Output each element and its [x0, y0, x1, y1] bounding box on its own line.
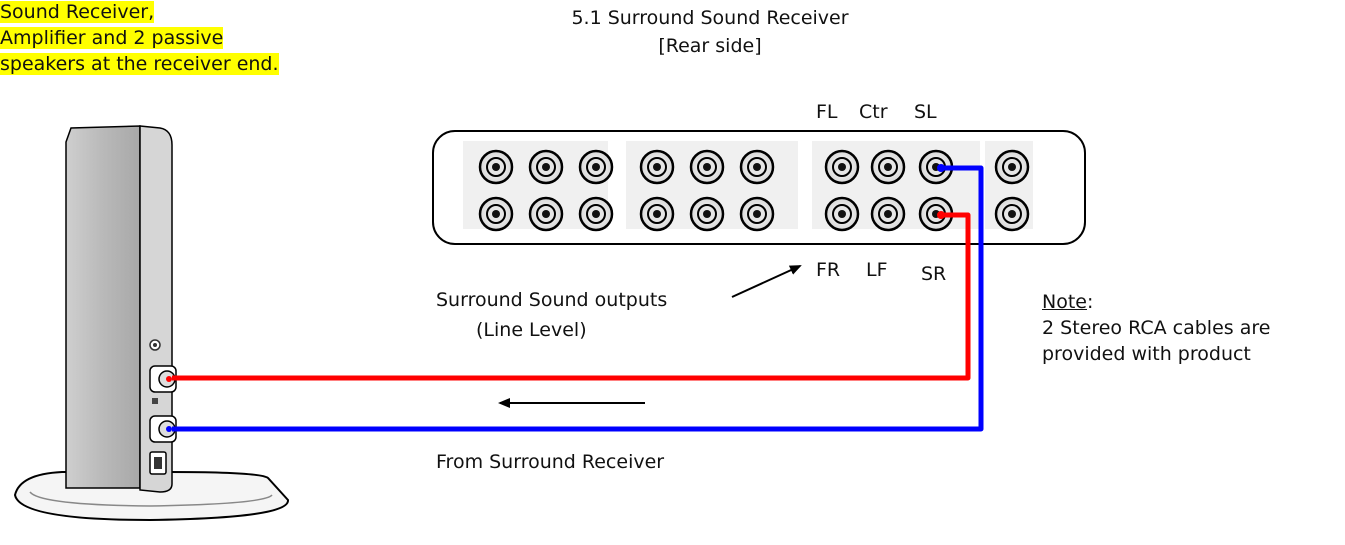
rca-jack [528, 149, 564, 185]
rca-jack [689, 196, 725, 232]
note: Note: 2 Stereo RCA cables are provided w… [1042, 290, 1270, 366]
device-caption-line-2: Amplifier and 2 passive [0, 27, 224, 49]
rca-jack [578, 196, 614, 232]
rca-jack [918, 196, 954, 232]
rca-jack [639, 196, 675, 232]
rca-jack [639, 149, 675, 185]
outputs-label-line-2: (Line Level) [476, 319, 587, 341]
note-title: Note [1042, 291, 1087, 313]
rca-jack [739, 196, 775, 232]
label-fl: FL [816, 101, 838, 123]
outputs-label-line-1: Surround Sound outputs [436, 289, 668, 311]
receiver-title: 5.1 Surround Sound Receiver [Rear side] [560, 6, 860, 58]
outputs-arrow [731, 265, 802, 298]
label-lf: LF [866, 259, 888, 281]
rca-jack [870, 196, 906, 232]
rca-jack-grid [478, 149, 1030, 232]
rca-jack [478, 196, 514, 232]
label-fr: FR [816, 259, 841, 281]
note-line-2: provided with product [1042, 343, 1251, 365]
rca-jack [578, 149, 614, 185]
receiver-title-line-2: [Rear side] [658, 35, 762, 57]
label-sr: SR [921, 263, 947, 285]
rca-jack [478, 149, 514, 185]
rca-jack [994, 196, 1030, 232]
rca-jack [739, 149, 775, 185]
device-caption: Sound Receiver, Amplifier and 2 passive … [0, 0, 279, 76]
blue-cable [172, 165, 984, 432]
tower-device [13, 125, 289, 522]
rca-jack [528, 196, 564, 232]
device-caption-line-1: Sound Receiver, [0, 1, 155, 23]
receiver-title-line-1: 5.1 Surround Sound Receiver [571, 7, 849, 29]
rca-jack [824, 196, 860, 232]
rca-jack [824, 149, 860, 185]
note-colon: : [1086, 291, 1094, 313]
flow-caption: From Surround Receiver [436, 451, 665, 473]
rca-jack [870, 149, 906, 185]
rca-jack [994, 149, 1030, 185]
note-line-1: 2 Stereo RCA cables are [1042, 317, 1271, 339]
red-cable [172, 212, 971, 381]
label-ctr: Ctr [859, 101, 888, 123]
blue-plug [937, 164, 945, 172]
note-title-row: Note: [1042, 290, 1270, 314]
red-plug [937, 211, 945, 219]
device-caption-line-3: speakers at the receiver end. [0, 53, 279, 75]
rca-jack [689, 149, 725, 185]
label-sl: SL [914, 101, 937, 123]
